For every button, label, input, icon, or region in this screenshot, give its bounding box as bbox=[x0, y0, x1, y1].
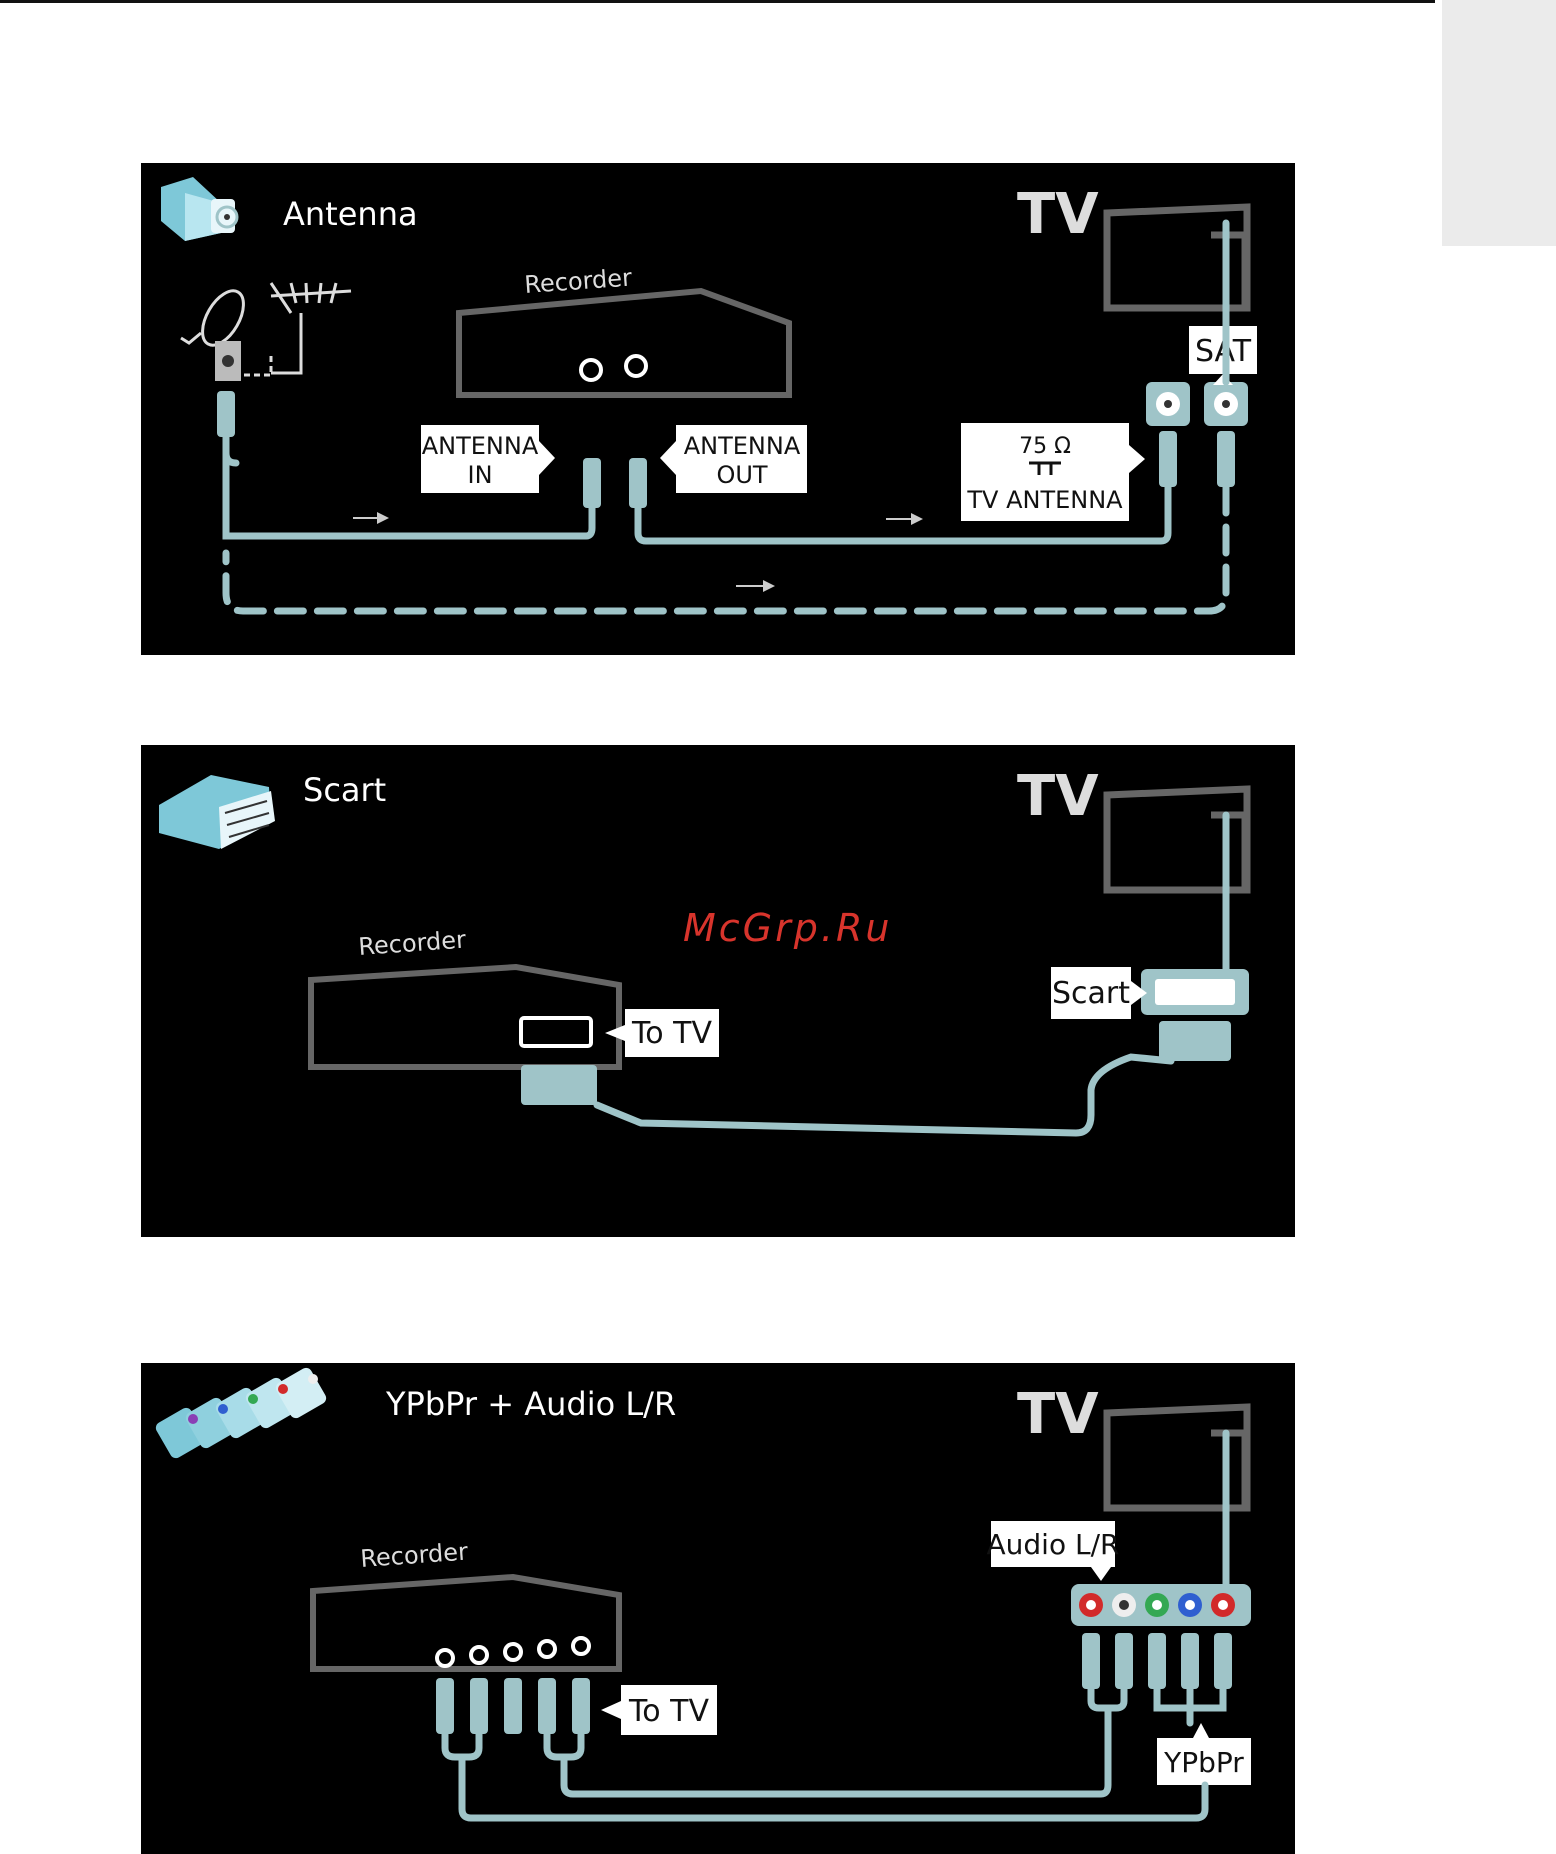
svg-text:TV ANTENNA: TV ANTENNA bbox=[966, 486, 1123, 514]
audio-lr-label: Audio L/R bbox=[987, 1521, 1120, 1581]
tv-antenna-label: 75 Ω TV ANTENNA bbox=[961, 423, 1145, 521]
scart-panel: Scart TV McGrp.Ru Recorder To TV Scart bbox=[141, 745, 1295, 1237]
antenna-panel: Antenna TV Recorder ANTENNA IN ANTENNA O… bbox=[141, 163, 1295, 655]
svg-text:YPbPr: YPbPr bbox=[1163, 1746, 1244, 1779]
svg-text:To TV: To TV bbox=[628, 1694, 709, 1729]
recorder-rca-ports bbox=[437, 1638, 589, 1666]
svg-text:To TV: To TV bbox=[631, 1016, 712, 1051]
panel-title: Scart bbox=[303, 771, 386, 809]
scart-diagram: Scart TV McGrp.Ru Recorder To TV Scart bbox=[141, 745, 1295, 1237]
antenna-diagram: Antenna TV Recorder ANTENNA IN ANTENNA O… bbox=[141, 163, 1295, 655]
recorder-label: Recorder bbox=[523, 264, 632, 299]
side-tab bbox=[1442, 0, 1556, 246]
coax-connector-icon bbox=[161, 177, 237, 241]
recorder-label: Recorder bbox=[357, 926, 466, 961]
to-tv-label: To TV bbox=[605, 1009, 719, 1057]
svg-text:75 Ω: 75 Ω bbox=[1019, 434, 1071, 459]
rca-cables-icon bbox=[154, 1366, 329, 1461]
tv-label: TV bbox=[1017, 182, 1099, 247]
sat-plug bbox=[1217, 431, 1235, 487]
top-rule bbox=[0, 0, 1435, 3]
cables bbox=[226, 223, 1226, 611]
recorder-rca-plugs bbox=[436, 1678, 590, 1734]
dish-aerial-icon bbox=[181, 283, 351, 375]
wall-outlet-icon bbox=[215, 341, 241, 381]
ypbpr-label: YPbPr bbox=[1157, 1723, 1251, 1785]
sat-port bbox=[1204, 382, 1248, 426]
tv-rca-plugs bbox=[1082, 1633, 1232, 1689]
svg-text:ANTENNA: ANTENNA bbox=[422, 432, 539, 460]
tv-label: TV bbox=[1017, 1382, 1099, 1447]
svg-text:ANTENNA: ANTENNA bbox=[684, 432, 801, 460]
recorder-out-plug bbox=[629, 458, 647, 508]
wall-plug bbox=[217, 391, 235, 437]
recorder-scart-port bbox=[521, 1018, 591, 1046]
tv-antenna-port bbox=[1146, 382, 1190, 426]
ypbpr-diagram: YPbPr + Audio L/R TV Recorder To TV bbox=[141, 1363, 1295, 1854]
panel-title: Antenna bbox=[283, 195, 418, 233]
recorder-in-plug bbox=[583, 458, 601, 508]
svg-text:IN: IN bbox=[467, 461, 492, 489]
watermark-text: McGrp.Ru bbox=[683, 906, 892, 950]
panel-title: YPbPr + Audio L/R bbox=[385, 1385, 676, 1423]
recorder-box bbox=[313, 1577, 619, 1669]
tv-scart-plug bbox=[1159, 1021, 1231, 1061]
antenna-out-label: ANTENNA OUT bbox=[660, 425, 807, 493]
scart-label: Scart bbox=[1051, 967, 1147, 1019]
recorder-ports bbox=[581, 356, 646, 380]
svg-text:Scart: Scart bbox=[1052, 976, 1130, 1011]
svg-text:OUT: OUT bbox=[716, 461, 767, 489]
tv-label: TV bbox=[1017, 764, 1099, 829]
recorder-scart-plug bbox=[521, 1065, 597, 1105]
tv-antenna-plug bbox=[1159, 431, 1177, 487]
antenna-in-label: ANTENNA IN bbox=[421, 425, 555, 493]
tv-scart-port bbox=[1141, 969, 1249, 1015]
svg-text:Audio L/R: Audio L/R bbox=[987, 1528, 1120, 1561]
recorder-label: Recorder bbox=[359, 1538, 468, 1573]
to-tv-label: To TV bbox=[601, 1685, 717, 1735]
recorder-box bbox=[459, 291, 789, 395]
ypbpr-panel: YPbPr + Audio L/R TV Recorder To TV bbox=[141, 1363, 1295, 1854]
